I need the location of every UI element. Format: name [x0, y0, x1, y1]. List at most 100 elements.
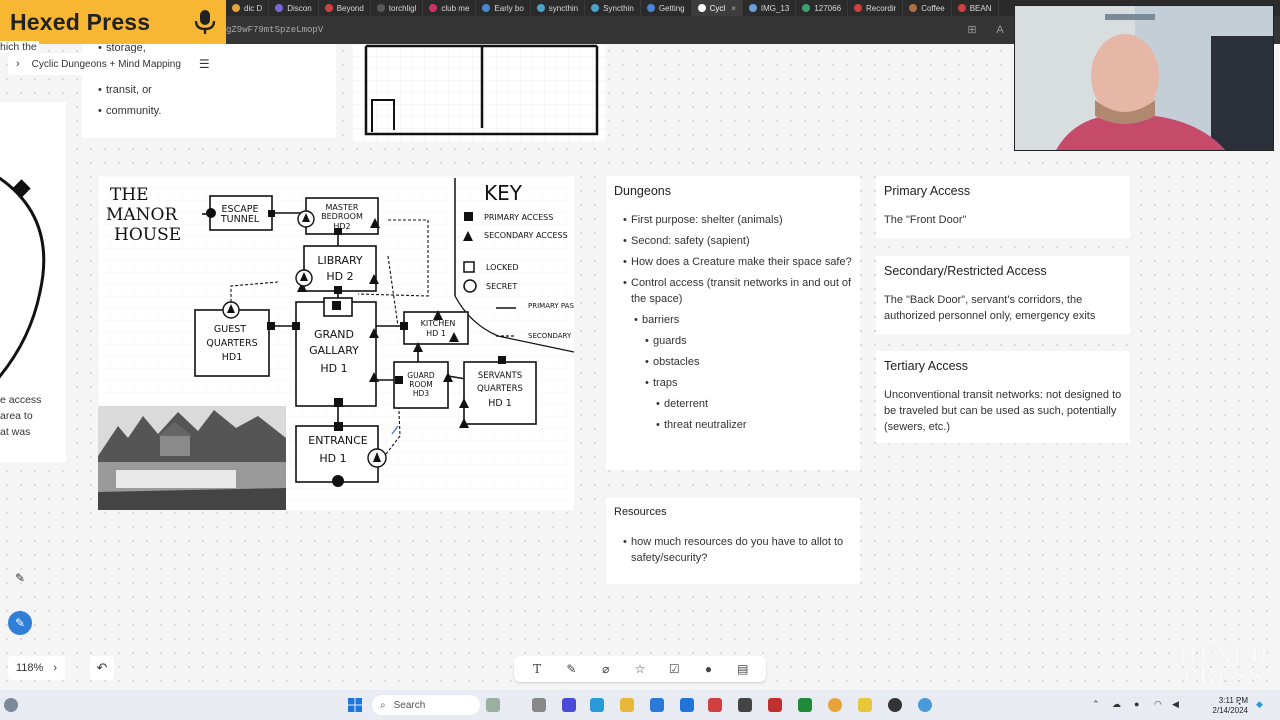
secondary-access-card[interactable]: Secondary/Restricted Access The "Back Do…: [876, 256, 1130, 334]
browser-tab[interactable]: torchligl: [371, 0, 424, 16]
system-clock[interactable]: 3:11 PM 2/14/2024: [1212, 696, 1248, 716]
list-item: traps: [645, 375, 852, 391]
tab-label: 127066: [814, 4, 841, 13]
breadcrumb[interactable]: › Cyclic Dungeons + Mind Mapping ☰: [8, 53, 218, 75]
tab-label: Syncthin: [603, 4, 634, 13]
search-label: Search: [394, 700, 426, 711]
weather-icon[interactable]: [4, 698, 18, 712]
cloud-icon[interactable]: ☁: [1112, 699, 1121, 710]
browser-tab[interactable]: Recordir: [848, 0, 903, 16]
taskbar-app-icon[interactable]: [708, 698, 722, 712]
room-label: MASTER: [326, 203, 359, 212]
browser-tab[interactable]: dic D: [226, 0, 269, 16]
browser-tab[interactable]: BEAN: [952, 0, 999, 16]
windows-start-icon[interactable]: [348, 698, 362, 712]
list-item: How does a Creature make their space saf…: [623, 254, 852, 270]
browser-tab[interactable]: Getting: [641, 0, 692, 16]
browser-tab[interactable]: Beyond: [319, 0, 371, 16]
taskbar-search[interactable]: ⌕ Search: [372, 695, 480, 715]
browser-tab[interactable]: 127066: [796, 0, 848, 16]
notification-icon[interactable]: ◔: [1236, 699, 1241, 709]
room-label: SERVANTS: [478, 371, 522, 381]
browser-tab[interactable]: IMG_13: [743, 0, 796, 16]
list-item: obstacles: [645, 354, 852, 370]
map-title-line: HOUSE: [114, 225, 181, 245]
extension-icon[interactable]: ⊞: [965, 23, 979, 37]
link-tool-button[interactable]: ✎: [8, 611, 32, 635]
read-aloud-icon[interactable]: A: [993, 23, 1007, 37]
brand-banner: Hexed Press: [0, 0, 226, 44]
menu-icon[interactable]: ☰: [199, 57, 210, 71]
floorplan-sketch-card[interactable]: [352, 44, 606, 142]
tab-favicon-icon: [802, 4, 810, 12]
browser-tab[interactable]: Coffee: [903, 0, 951, 16]
taskbar-app-icon[interactable]: [918, 698, 932, 712]
key-item: SECRET: [486, 282, 517, 291]
chevron-up-icon[interactable]: ⌃: [1092, 699, 1100, 710]
taskbar-app-icon[interactable]: [768, 698, 782, 712]
taskbar-app-icon[interactable]: [532, 698, 546, 712]
list-item: deterrent: [656, 396, 852, 412]
tertiary-access-card[interactable]: Tertiary Access Unconventional transit n…: [876, 351, 1130, 443]
key-item: LOCKED: [486, 263, 519, 272]
browser-tab[interactable]: syncthin: [531, 0, 585, 16]
zoom-control[interactable]: 118% ›: [8, 656, 65, 680]
manor-house-map-card[interactable]: THE MANOR HOUSE KEY PRIMARY ACCESS SECON…: [98, 176, 574, 510]
room-label: HD1: [222, 352, 243, 363]
room-label: TUNNEL: [220, 214, 260, 225]
tab-label: club me: [441, 4, 469, 13]
browser-tab[interactable]: Discon: [269, 0, 318, 16]
pen-icon[interactable]: ✎: [560, 658, 582, 680]
copilot-icon[interactable]: ◆: [1256, 699, 1263, 710]
undo-button[interactable]: ↶: [90, 656, 114, 680]
attachment-icon[interactable]: ⌀: [595, 658, 617, 680]
zoom-level: 118%: [16, 662, 43, 674]
wifi-icon[interactable]: ◠: [1154, 699, 1162, 710]
room-label: ENTRANCE: [308, 434, 368, 447]
url-text[interactable]: gZ9wF79mtSpzeLmopV: [226, 25, 323, 35]
taskbar-app-icon[interactable]: [680, 698, 694, 712]
partial-circle-diagram: [0, 102, 66, 462]
list-item: guards: [645, 333, 852, 349]
taskbar-app-icon[interactable]: [828, 698, 842, 712]
room-label: GUEST: [214, 324, 246, 335]
taskbar-app-icon[interactable]: [486, 698, 500, 712]
manor-house-photo: [98, 406, 286, 510]
taskbar-app-icon[interactable]: [858, 698, 872, 712]
watermark-text: HEXED: [1178, 644, 1268, 666]
primary-access-card[interactable]: Primary Access The "Front Door": [876, 176, 1130, 238]
microphone-icon[interactable]: ●: [698, 658, 720, 680]
browser-tab[interactable]: club me: [423, 0, 476, 16]
taskbar-app-icon[interactable]: [888, 698, 902, 712]
taskbar-app-icon[interactable]: [562, 698, 576, 712]
tab-label: Recordir: [866, 4, 896, 13]
browser-tab[interactable]: Syncthin: [585, 0, 641, 16]
browser-tab[interactable]: Early bo: [476, 0, 530, 16]
resources-card[interactable]: Resources how much resources do you have…: [606, 498, 860, 584]
taskbar-app-icon[interactable]: [650, 698, 664, 712]
checklist-icon[interactable]: ☑: [663, 658, 685, 680]
volume-icon[interactable]: ◀: [1172, 699, 1179, 710]
dungeons-card[interactable]: Dungeons First purpose: shelter (animals…: [606, 176, 860, 470]
room-label: GALLARY: [309, 344, 359, 357]
microphone-icon: [194, 9, 216, 35]
room-label: HD3: [413, 389, 429, 398]
pen-tool-button[interactable]: ✎: [8, 566, 32, 590]
browser-tab[interactable]: Cycl×: [692, 0, 743, 16]
taskbar-app-icon[interactable]: [590, 698, 604, 712]
tab-label: dic D: [244, 4, 262, 13]
partial-text-card[interactable]: e access area to at was: [0, 102, 66, 462]
taskbar-app-icon[interactable]: [620, 698, 634, 712]
key-item: SECONDARY PASSAGE: [528, 332, 574, 340]
taskbar-app-icon[interactable]: [798, 698, 812, 712]
tab-favicon-icon: [429, 4, 437, 12]
text-tool-icon[interactable]: T: [526, 658, 548, 680]
taskbar-app-icon[interactable]: [738, 698, 752, 712]
microphone-icon[interactable]: ●: [1134, 699, 1139, 709]
close-tab-icon[interactable]: ×: [731, 4, 736, 13]
star-icon[interactable]: ☆: [629, 658, 651, 680]
document-icon[interactable]: ▤: [732, 658, 754, 680]
chevron-right-icon[interactable]: ›: [53, 662, 57, 674]
chevron-right-icon[interactable]: ›: [16, 58, 20, 70]
list-item: First purpose: shelter (animals): [623, 212, 852, 228]
